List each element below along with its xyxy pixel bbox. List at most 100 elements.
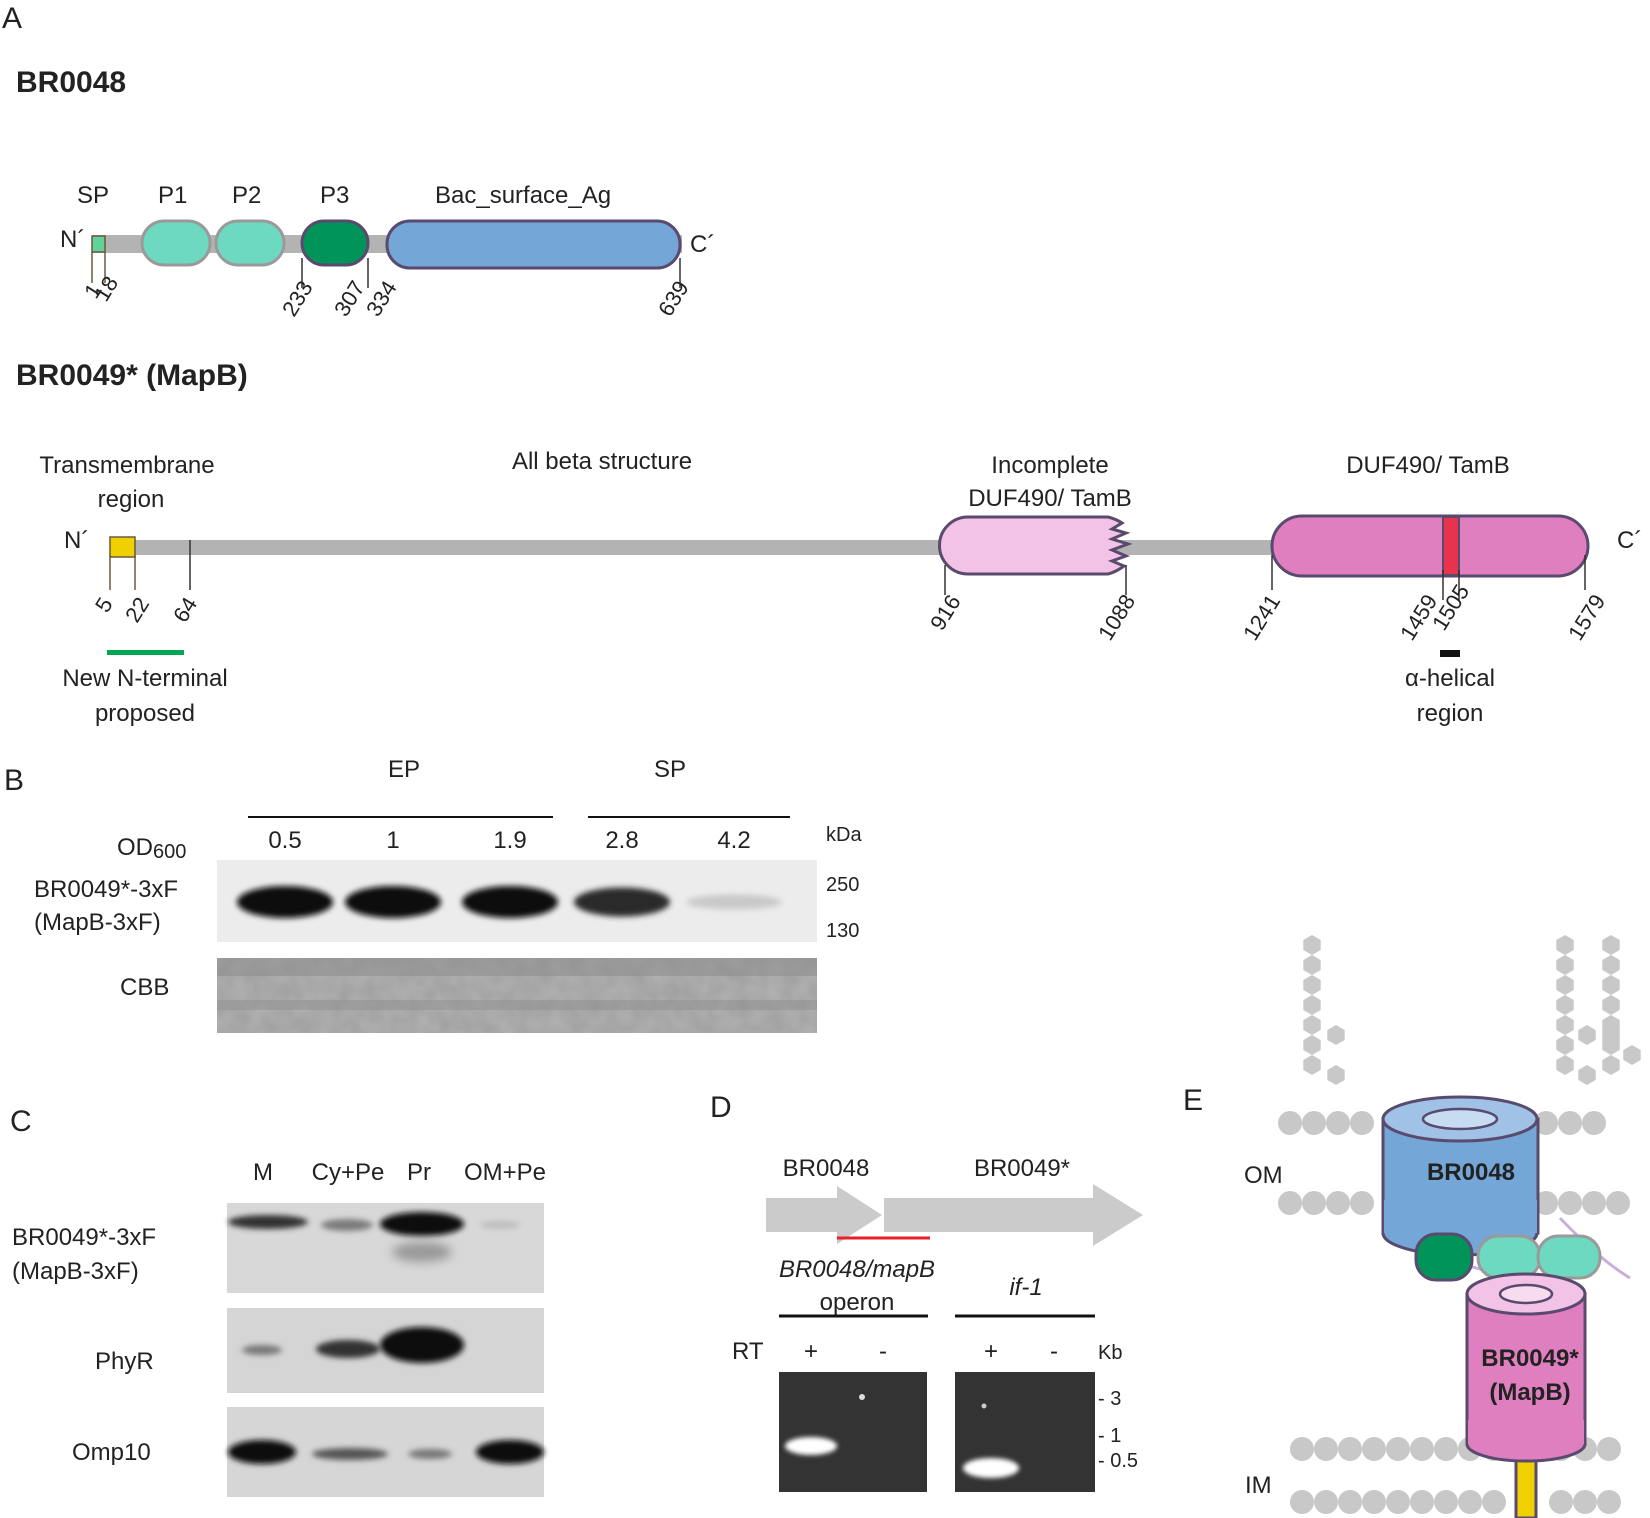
od-label: OD600 (117, 834, 186, 863)
col-pr: Pr (407, 1159, 431, 1186)
lipid-bead (1278, 1111, 1302, 1135)
incomplete-duf-domain (938, 515, 1133, 576)
lipid-bead (1326, 1191, 1350, 1215)
blot-c-phyr (227, 1308, 544, 1393)
cbb-label: CBB (120, 974, 169, 1001)
pos-64: 64 (168, 593, 202, 627)
br0049-cterm: C´ (1617, 527, 1642, 554)
mapb-label-1: BR0049* (1481, 1345, 1579, 1372)
lipid-bead (1302, 1191, 1326, 1215)
br0049-backbone (110, 540, 1585, 555)
new-nterm-label-1: New N-terminal (62, 665, 227, 692)
potra-p2 (1476, 1234, 1542, 1280)
gene-br0048-label: BR0048 (783, 1155, 870, 1182)
lipid-bead (1582, 1191, 1606, 1215)
blot-b-label-2: (MapB-3xF) (34, 909, 161, 936)
lipid-bead (1606, 1191, 1630, 1215)
bac-surface-ag-label: Bac_surface_Ag (435, 182, 611, 209)
lipid-bead (1350, 1191, 1374, 1215)
lipid-bead (1597, 1437, 1621, 1461)
mapb-cylinder (1465, 1292, 1587, 1446)
lipid-bead (1278, 1191, 1302, 1215)
lps-sugar (1602, 1055, 1620, 1075)
mapb-label-2: (MapB) (1489, 1379, 1570, 1406)
duf-label: DUF490/ TamB (1346, 452, 1510, 479)
panel-label-b: B (4, 764, 24, 797)
lps-sugar (1602, 995, 1620, 1015)
lipid-bead (1338, 1490, 1362, 1514)
tm-region-box (109, 536, 136, 558)
incomplete-label-2: DUF490/ TamB (968, 485, 1132, 512)
od-value-0: 0.5 (268, 827, 301, 854)
lipid-bead (1558, 1111, 1582, 1135)
bac-surface-ag-domain (385, 219, 682, 270)
lipid-bead (1386, 1437, 1410, 1461)
lps-sugar (1602, 975, 1620, 995)
rt-minus-1: - (879, 1338, 887, 1365)
p3-label: P3 (320, 182, 349, 209)
pos-334: 334 (361, 276, 402, 320)
agarose-gel-if1 (955, 1372, 1095, 1492)
marker-250: 250 (826, 874, 859, 896)
panel-label-d: D (710, 1091, 732, 1124)
lipid-bead (1290, 1490, 1314, 1514)
lipid-bead (1482, 1490, 1506, 1514)
im-label: IM (1245, 1472, 1272, 1499)
col-m: M (253, 1159, 273, 1186)
pos-307: 307 (329, 276, 370, 320)
br0048-cterm: C´ (690, 231, 715, 258)
helical-label-2: region (1417, 700, 1484, 727)
pos-22: 22 (120, 593, 154, 627)
lipid-bead (1362, 1490, 1386, 1514)
od-value-2: 1.9 (493, 827, 526, 854)
band-b-4 (686, 894, 782, 910)
sp-label: SP (77, 182, 109, 209)
lps-sugar (1602, 1025, 1620, 1045)
beta-label: All beta structure (512, 448, 692, 475)
lps-sugar (1578, 1065, 1596, 1085)
band-b-3 (574, 887, 670, 917)
kda-label: kDa (826, 824, 862, 846)
br0049-domain-diagram (107, 514, 1590, 657)
blot-c1-label-2: (MapB-3xF) (12, 1258, 139, 1285)
lipid-bead (1534, 1111, 1558, 1135)
potra-p3 (1414, 1232, 1474, 1282)
lipid-bead (1302, 1111, 1326, 1135)
p2-domain (214, 219, 286, 267)
sp-domain (91, 235, 106, 253)
panel-label-a: A (2, 2, 22, 35)
lps-sugar (1556, 1015, 1574, 1035)
lipid-bead (1326, 1111, 1350, 1135)
omp10-label: Omp10 (72, 1439, 151, 1466)
blot-c-mapb (227, 1203, 544, 1293)
col-om-pe: OM+Pe (464, 1159, 546, 1186)
lps-sugar (1623, 1045, 1641, 1065)
lipid-bead (1573, 1490, 1597, 1514)
pos-1241: 1241 (1238, 590, 1285, 645)
lps-sugar (1556, 935, 1574, 955)
lipid-bead (1434, 1437, 1458, 1461)
p3-domain (300, 219, 370, 267)
rt-minus-2: - (1050, 1338, 1058, 1365)
alpha-helical-segment (1442, 516, 1460, 576)
lps-sugar (1303, 955, 1321, 975)
blot-b-label-1: BR0049*-3xF (34, 876, 178, 903)
ladder-1: - 1 (1098, 1425, 1121, 1447)
lps-sugar (1327, 1065, 1345, 1085)
lipid-bead (1458, 1490, 1482, 1514)
pos-639: 639 (653, 276, 694, 320)
od-value-1: 1 (386, 827, 399, 854)
agarose-gel-operon (779, 1372, 927, 1492)
tm-label-2: region (98, 486, 165, 513)
tm-label-1: Transmembrane (39, 452, 214, 479)
lipid-bead (1597, 1490, 1621, 1514)
od-value-3: 2.8 (605, 827, 638, 854)
operon-label-1: BR0048/mapB (779, 1256, 935, 1283)
lipid-bead (1362, 1437, 1386, 1461)
ep-label: EP (388, 756, 420, 783)
lps-sugar (1556, 975, 1574, 995)
band-b-2 (462, 886, 558, 918)
lipid-bead (1314, 1437, 1338, 1461)
phyr-label: PhyR (95, 1348, 154, 1375)
pos-5: 5 (90, 593, 118, 617)
